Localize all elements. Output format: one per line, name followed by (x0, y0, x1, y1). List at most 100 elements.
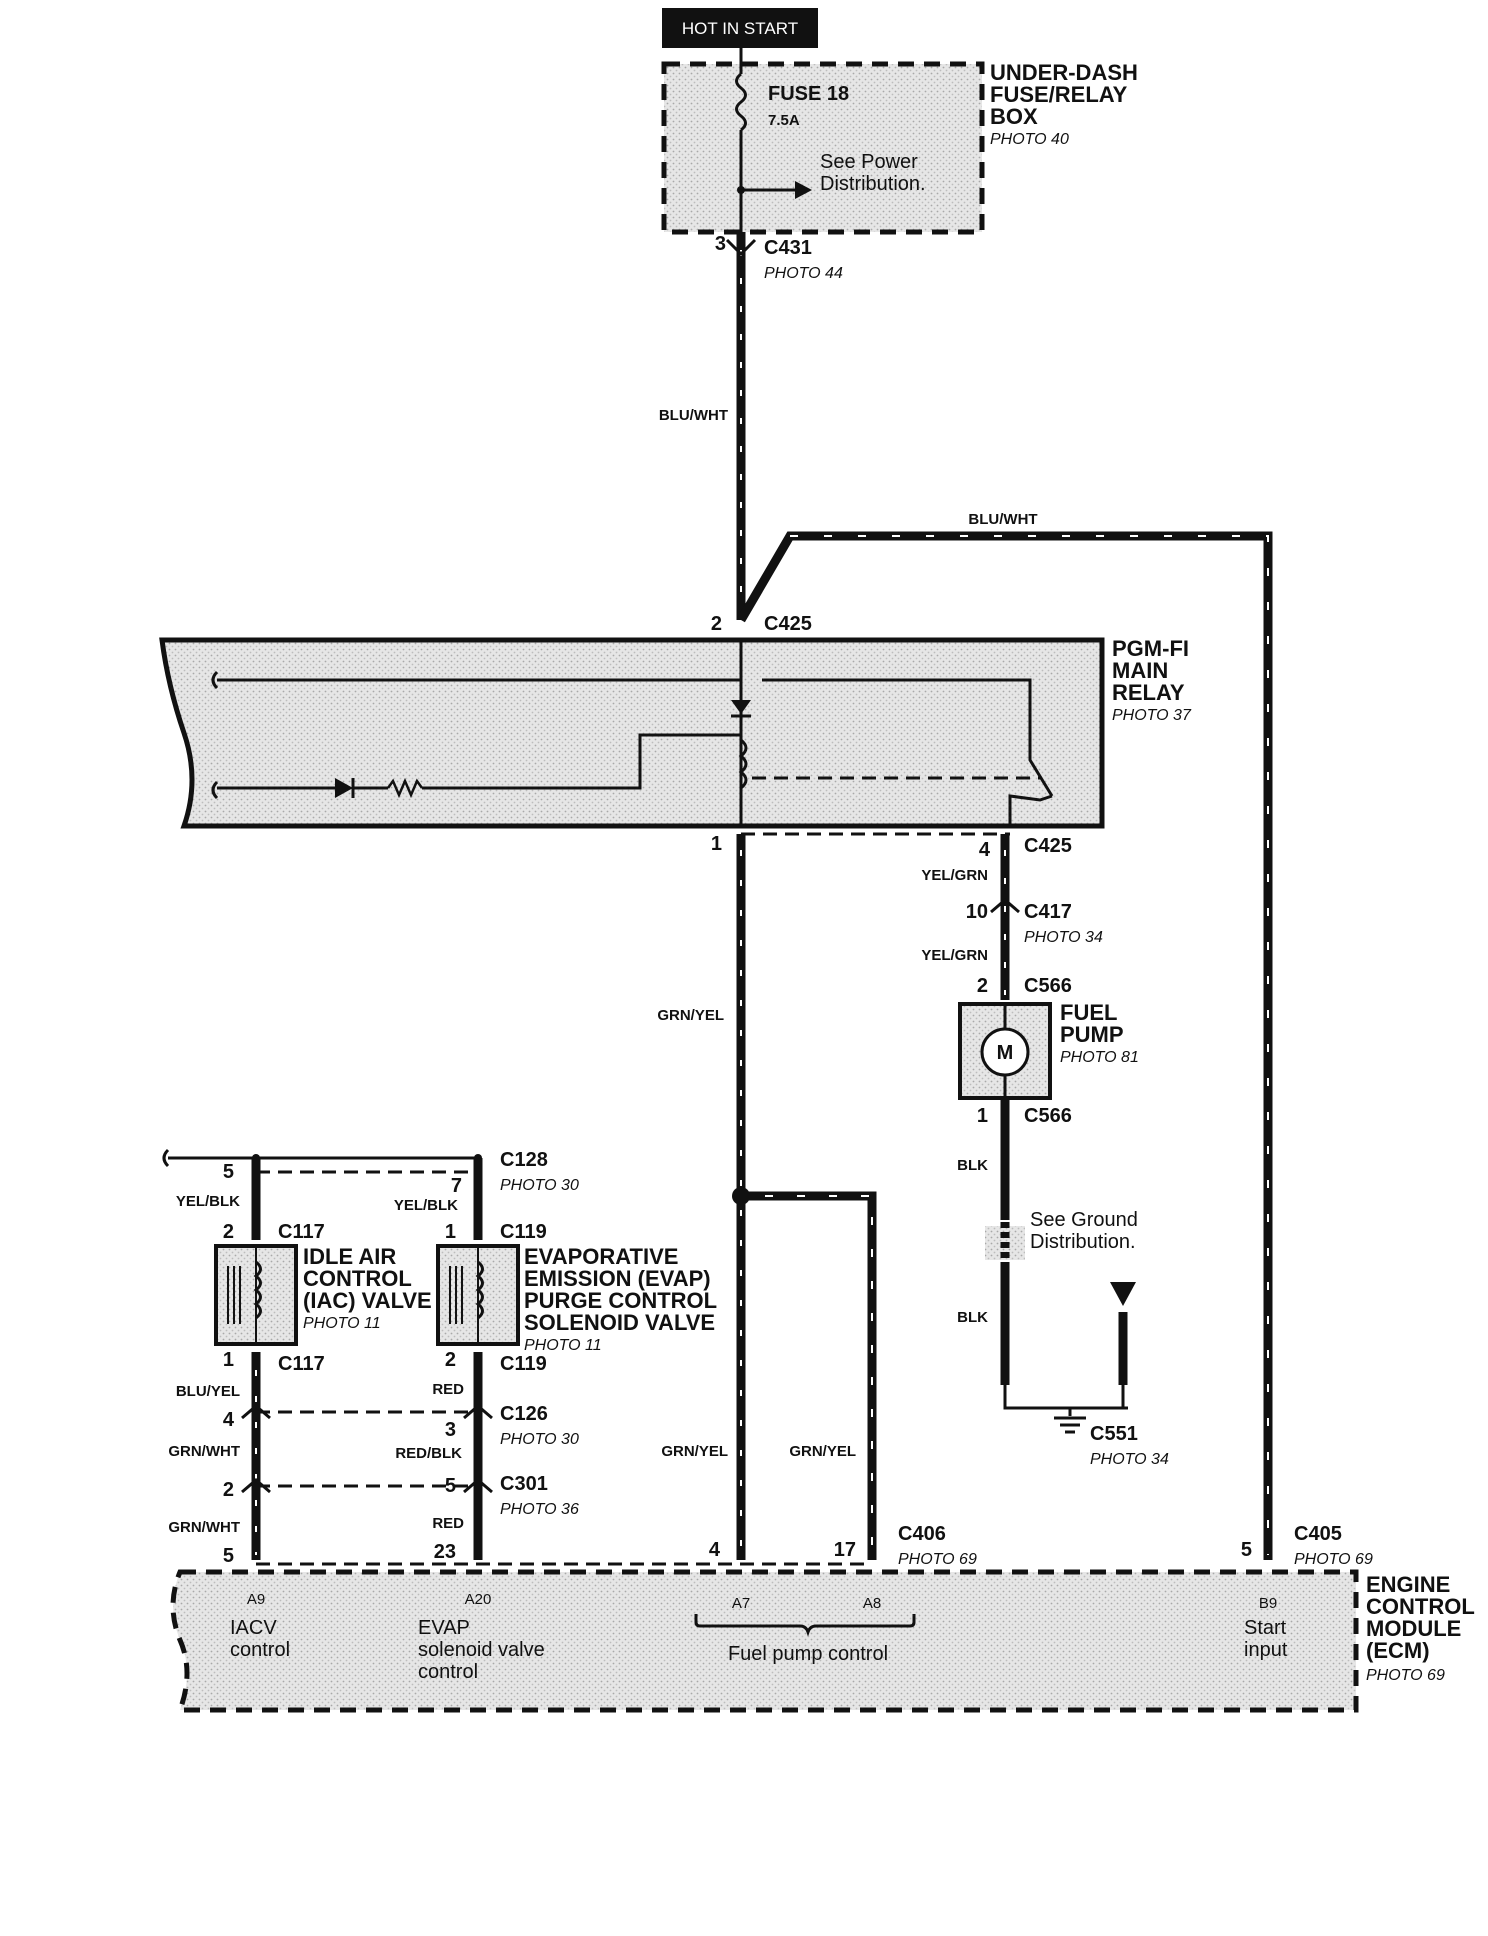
wire-label-yel-blk-evap: YEL/BLK (394, 1197, 458, 1214)
relay-photo: PHOTO 37 (1112, 707, 1192, 724)
c406-pin-a7: 4 (709, 1539, 721, 1561)
c126-name: C126 (500, 1403, 548, 1425)
fuse-box-name-3: BOX (990, 104, 1038, 129)
fuse-box-name-1: UNDER-DASH (990, 60, 1138, 85)
c417-pin: 10 (966, 901, 988, 923)
solenoid-coil-icon (253, 1260, 262, 1320)
relay-name-1: PGM-FI (1112, 636, 1189, 661)
wire-label-blu-wht-top: BLU/WHT (968, 511, 1037, 528)
c431-photo: PHOTO 44 (764, 265, 843, 282)
c301-name: C301 (500, 1473, 548, 1495)
wire-label-red-blk: RED/BLK (395, 1445, 462, 1462)
wire-label-grn-wht-1: GRN/WHT (168, 1443, 240, 1460)
iac-wire-column (241, 1158, 271, 1560)
c405-pin: 5 (1241, 1539, 1252, 1561)
iac-photo: PHOTO 11 (303, 1315, 381, 1332)
c425-bottom-name: C425 (1024, 835, 1072, 857)
c126-pin-evap: 3 (445, 1419, 456, 1441)
c406-pin-evap: 23 (434, 1541, 456, 1563)
relay-diode-icon (335, 778, 353, 798)
resistor-icon (386, 777, 424, 799)
c425-bottom-pin-4: 4 (979, 839, 991, 861)
c566-bottom-pin: 1 (977, 1105, 988, 1127)
wire-label-yel-grn-2: YEL/GRN (921, 947, 988, 964)
c117-top-name: C117 (278, 1221, 325, 1243)
c551-name: C551 (1090, 1423, 1138, 1445)
fuse-rating: 7.5A (768, 112, 800, 129)
c431-name: C431 (764, 237, 812, 259)
wire-label-blk-2: BLK (957, 1309, 988, 1326)
evap-photo: PHOTO 11 (524, 1337, 602, 1354)
wire-label-grn-yel-a8: GRN/YEL (789, 1443, 856, 1460)
fuel-pump-photo: PHOTO 81 (1060, 1049, 1139, 1066)
see-power-note-1: See Power (820, 151, 918, 173)
wire-grn-yel-main (732, 834, 877, 1560)
c431-pin: 3 (715, 233, 726, 255)
svg-text:M: M (997, 1042, 1014, 1064)
c119-bottom-name: C119 (500, 1353, 547, 1375)
hot-in-start-label: HOT IN START (662, 8, 818, 48)
c126-pin-iac: 4 (223, 1409, 235, 1431)
engine-control-module (170, 1569, 1359, 1713)
ecm-fuel-pump-control-label: Fuel pump control (728, 1643, 888, 1665)
svg-text:HOT IN START: HOT IN START (682, 19, 798, 38)
c128-name: C128 (500, 1149, 548, 1171)
ecm-start-label-2: input (1244, 1639, 1288, 1661)
iac-name-1: IDLE AIR (303, 1244, 396, 1269)
c425-bottom-pin-1: 1 (711, 833, 722, 855)
ecm-iacv-label-1: IACV (230, 1617, 277, 1639)
ecm-name-1: ENGINE (1366, 1572, 1450, 1597)
wire-label-red-1: RED (432, 1381, 464, 1398)
wire-label-grn-wht-2: GRN/WHT (168, 1519, 240, 1536)
fuse-box-name-2: FUSE/RELAY (990, 82, 1128, 107)
arrow-right-icon (795, 181, 812, 199)
fuse-name: FUSE 18 (768, 83, 849, 105)
ecm-terminal-a9: A9 (247, 1591, 265, 1608)
evap-name-4: SOLENOID VALVE (524, 1310, 715, 1335)
see-ground-note-1: See Ground (1030, 1209, 1138, 1231)
wire-label-yel-grn-1: YEL/GRN (921, 867, 988, 884)
c406-pin-a8: 17 (834, 1539, 856, 1561)
ecm-start-label-1: Start (1244, 1617, 1287, 1639)
evap-wire-column (463, 1158, 493, 1560)
iac-valve (214, 1244, 298, 1346)
ecm-terminal-a20: A20 (465, 1591, 492, 1608)
wire-label-grn-yel-main: GRN/YEL (657, 1007, 724, 1024)
ecm-name-3: MODULE (1366, 1616, 1461, 1641)
fuel-pump-control-bracket (694, 1614, 916, 1637)
c566-top-name: C566 (1024, 975, 1072, 997)
c405-photo: PHOTO 69 (1294, 1551, 1373, 1568)
c119-top-name: C119 (500, 1221, 547, 1243)
c551-photo: PHOTO 34 (1090, 1451, 1169, 1468)
fuel-pump-name-2: PUMP (1060, 1022, 1124, 1047)
c406-name: C406 (898, 1523, 946, 1545)
ecm-terminal-a7: A7 (732, 1595, 750, 1612)
ecm-terminal-a8: A8 (863, 1595, 881, 1612)
c406-pin-iac: 5 (223, 1545, 234, 1567)
wire-blk-ground (985, 1098, 1136, 1434)
c405-name: C405 (1294, 1523, 1342, 1545)
ecm-terminal-b9: B9 (1259, 1595, 1277, 1612)
ecm-iacv-label-2: control (230, 1639, 290, 1661)
wire-label-blk-1: BLK (957, 1157, 988, 1174)
c406-photo: PHOTO 69 (898, 1551, 977, 1568)
c301-pin-evap: 5 (445, 1475, 456, 1497)
c301-pin-iac: 2 (223, 1479, 234, 1501)
relay-name-2: MAIN (1112, 658, 1168, 683)
evap-name-3: PURGE CONTROL (524, 1288, 717, 1313)
wire-blu-wht-to-ecm-b9 (737, 531, 1273, 1560)
c117-top-pin: 2 (223, 1221, 234, 1243)
c128-photo: PHOTO 30 (500, 1177, 579, 1194)
c566-top-pin: 2 (977, 975, 988, 997)
iac-name-2: CONTROL (303, 1266, 412, 1291)
solenoid-coil-icon (475, 1260, 484, 1320)
iac-name-3: (IAC) VALVE (303, 1288, 432, 1313)
relay-name-3: RELAY (1112, 680, 1185, 705)
see-power-note-2: Distribution. (820, 173, 926, 195)
fuel-pump: M (958, 1002, 1052, 1100)
c425-top-pin: 2 (711, 613, 722, 635)
wire-label-blu-wht-left: BLU/WHT (659, 407, 728, 424)
wire-label-grn-yel-a7: GRN/YEL (661, 1443, 728, 1460)
c117-bottom-pin: 1 (223, 1349, 234, 1371)
evap-name-1: EVAPORATIVE (524, 1244, 678, 1269)
